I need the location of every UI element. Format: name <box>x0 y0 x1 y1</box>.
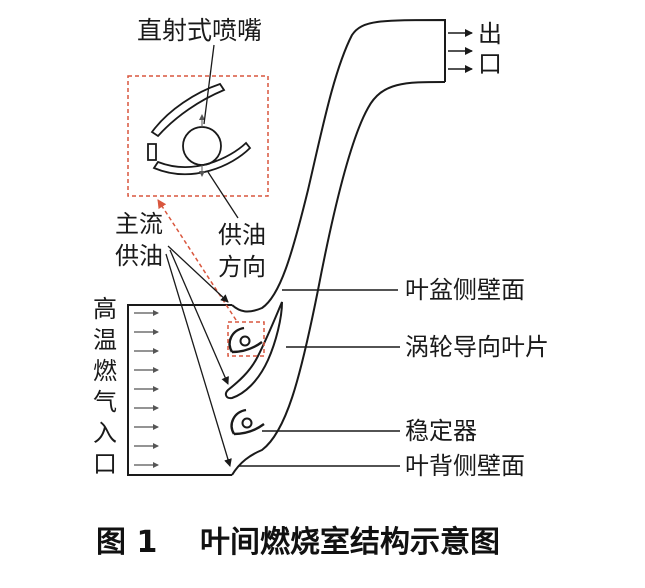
inlet-char-1: 温 <box>93 326 117 354</box>
pressure-wall-label: 叶盆侧壁面 <box>405 276 525 304</box>
zoom-detail-box <box>127 75 269 197</box>
oil-direction-label-2: 方向 <box>218 253 266 281</box>
suction-wall-label: 叶背侧壁面 <box>405 452 525 480</box>
nozzle-leader <box>203 44 215 125</box>
inlet-char-5: 口 <box>93 450 117 478</box>
inlet-char-4: 入 <box>93 419 117 447</box>
combustor-walls <box>127 18 446 476</box>
turbine-vane-shape <box>224 301 283 400</box>
figure-title: 叶间燃烧室结构示意图 <box>200 525 500 560</box>
turbine-vane-label: 涡轮导向叶片 <box>405 333 549 361</box>
inlet-box <box>127 304 232 476</box>
stabilizer-highlight-box <box>227 321 265 357</box>
outlet-label-1: 出 <box>478 20 502 48</box>
inlet-arrows <box>134 310 159 468</box>
stabilizer-upper <box>228 326 263 354</box>
zoom-nozzle-circle <box>182 126 222 166</box>
inlet-char-2: 燃 <box>93 357 117 385</box>
main-flow-leaders <box>165 245 232 467</box>
inlet-label: 高 温 燃 气 入 口 <box>93 295 117 478</box>
main-flow-label-2: 供油 <box>115 242 163 270</box>
inlet-char-0: 高 <box>93 295 117 323</box>
inlet-char-3: 气 <box>93 388 117 416</box>
pressure-side-wall-line <box>231 18 446 313</box>
figure-number: 图 1 <box>96 525 157 560</box>
outlet-label-2: 口 <box>478 50 502 78</box>
zoom-stabilizer <box>147 82 252 176</box>
outlet-arrows <box>448 29 473 73</box>
nozzle-label: 直射式喷嘴 <box>137 16 262 45</box>
oil-direction-leader <box>207 171 239 219</box>
oil-direction-label-1: 供油 <box>218 221 266 249</box>
main-flow-label-1: 主流 <box>115 210 163 238</box>
stabilizer-label: 稳定器 <box>405 417 477 445</box>
stabilizer-lower <box>230 408 265 436</box>
